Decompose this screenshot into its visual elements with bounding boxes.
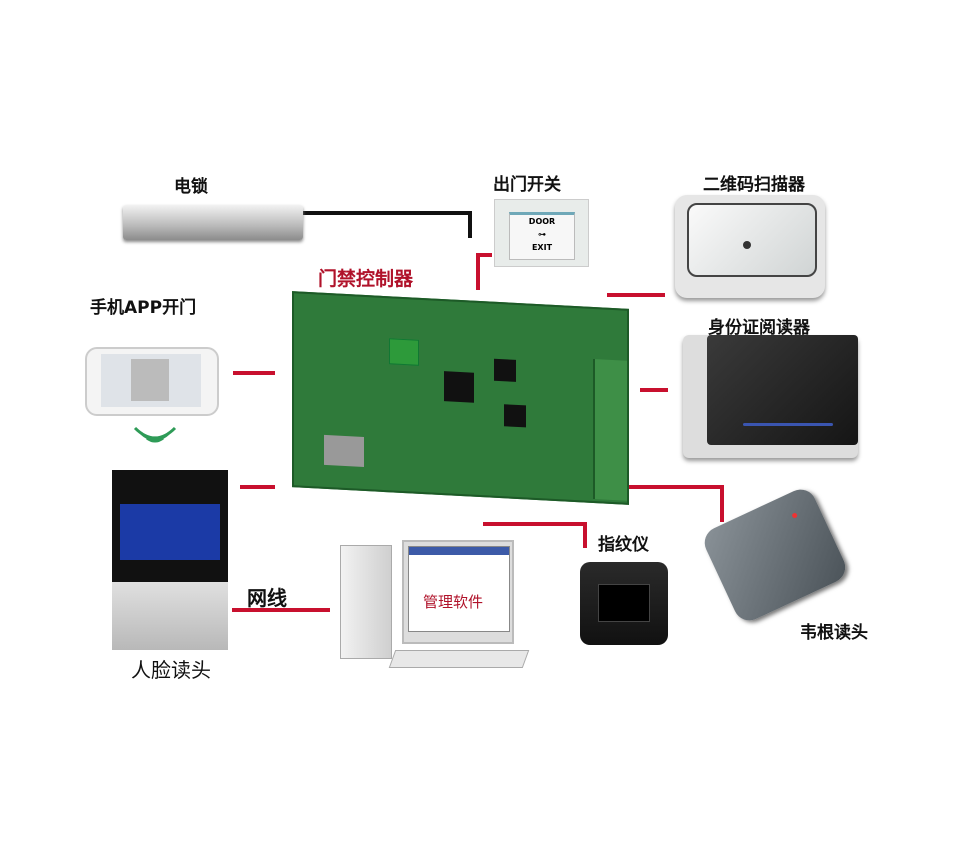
wiegand-wire (625, 485, 724, 522)
wiegand-reader-label: 韦根读头 (800, 623, 868, 643)
id-reader-label: 身份证阅读器 (708, 318, 810, 338)
exit-switch-device: DOOR ⊶ EXIT (494, 199, 589, 267)
phone-device (85, 347, 219, 416)
door-text: DOOR (528, 217, 556, 226)
fingerprint-device (580, 562, 668, 645)
face-reader-label: 人脸读头 (131, 658, 211, 682)
computer-tower (340, 545, 392, 659)
exit-switch-label: 出门开关 (493, 175, 561, 195)
electric-lock-label: 电锁 (174, 177, 208, 197)
key-icon: ⊶ (538, 230, 546, 239)
software-label: 管理软件 (423, 593, 484, 611)
exit-switch-wire (476, 253, 492, 290)
electric-lock-device (123, 205, 303, 240)
fingerprint-wire (483, 522, 587, 548)
face-reader-device (112, 470, 228, 650)
fingerprint-label: 指纹仪 (598, 535, 649, 555)
controller-board (292, 291, 629, 505)
network-cable-label: 网线 (247, 586, 287, 610)
lock-wire (302, 211, 472, 238)
wifi-icon (133, 426, 177, 443)
exit-text: EXIT (531, 243, 553, 252)
controller-label: 门禁控制器 (318, 268, 414, 290)
qr-scanner-label: 二维码扫描器 (703, 175, 805, 195)
monitor: 管理软件 (402, 540, 514, 644)
qr-scanner-device (675, 195, 825, 298)
keyboard (388, 650, 530, 668)
mobile-app-label: 手机APP开门 (90, 298, 197, 318)
id-reader-device (683, 335, 858, 458)
